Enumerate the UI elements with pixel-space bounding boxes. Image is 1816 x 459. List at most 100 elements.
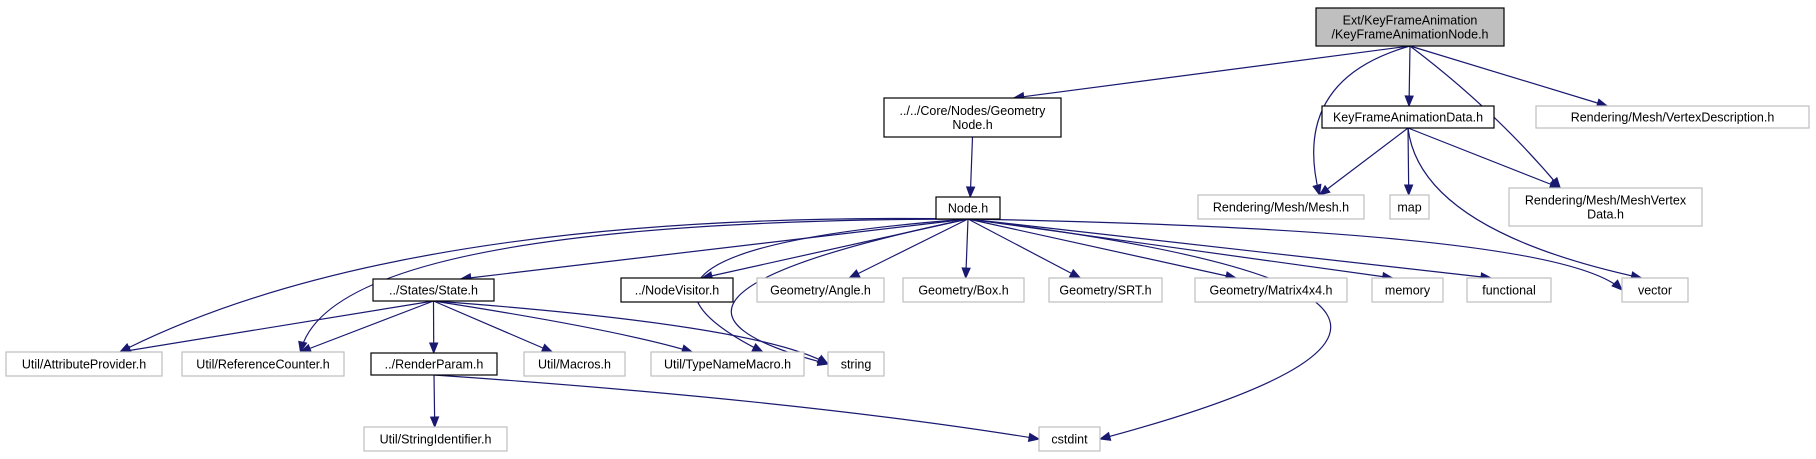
node-mat[interactable]: Geometry/Matrix4x4.h <box>1194 277 1348 303</box>
node-box[interactable] <box>1389 194 1430 220</box>
node-box[interactable] <box>620 277 734 303</box>
node-box[interactable] <box>883 97 1062 138</box>
edge-kfad-to-mvd <box>1407 127 1561 189</box>
node-label: Data.h <box>1587 208 1624 222</box>
edge-state-to-attr <box>119 300 434 353</box>
node-label: map <box>1397 201 1421 215</box>
node-map[interactable]: map <box>1389 194 1430 220</box>
edge-state-to-macros-arrowhead <box>540 343 554 353</box>
node-label: Rendering/Mesh/Mesh.h <box>1213 201 1349 215</box>
node-label: ../../Core/Nodes/Geometry <box>900 104 1047 118</box>
node-label: Node.h <box>948 202 988 216</box>
node-root[interactable]: Ext/KeyFrameAnimation/KeyFrameAnimationN… <box>1315 7 1505 47</box>
node-box[interactable]: Geometry/Box.h <box>902 277 1025 303</box>
node-label: Geometry/Matrix4x4.h <box>1210 284 1333 298</box>
node-strid[interactable]: Util/StringIdentifier.h <box>363 426 508 452</box>
node-kfad[interactable]: KeyFrameAnimationData.h <box>1321 105 1495 129</box>
node-box[interactable] <box>5 351 163 377</box>
node-label: Util/ReferenceCounter.h <box>196 358 329 372</box>
edge-nodeh-to-cstdint-arrowhead <box>1098 431 1112 441</box>
node-box[interactable] <box>1321 105 1495 129</box>
edge-state-to-string <box>433 300 829 365</box>
node-box[interactable] <box>1535 105 1810 129</box>
node-label: Ext/KeyFrameAnimation <box>1343 14 1478 28</box>
node-srt[interactable]: Geometry/SRT.h <box>1048 277 1163 303</box>
node-memory[interactable]: memory <box>1371 277 1444 303</box>
node-box[interactable] <box>1194 277 1348 303</box>
node-label: ../NodeVisitor.h <box>635 284 720 298</box>
node-attr[interactable]: Util/AttributeProvider.h <box>5 351 163 377</box>
node-label: Geometry/Box.h <box>918 284 1008 298</box>
node-box[interactable] <box>1508 187 1703 227</box>
node-macros[interactable]: Util/Macros.h <box>523 351 626 377</box>
edge-nodeh-to-state <box>460 218 969 280</box>
node-label: functional <box>1482 284 1536 298</box>
edge-kfad-to-map-arrowhead <box>1403 184 1414 197</box>
node-box[interactable] <box>1038 426 1101 452</box>
edge-state-to-typename <box>433 300 693 353</box>
edge-rparam-to-cstdint <box>433 374 1040 440</box>
node-refc[interactable]: Util/ReferenceCounter.h <box>181 351 345 377</box>
node-label: Util/TypeNameMacro.h <box>664 358 791 372</box>
edge-nodeh-to-typename <box>694 218 969 353</box>
node-visitor[interactable]: ../NodeVisitor.h <box>620 277 734 303</box>
node-box[interactable] <box>902 277 1025 303</box>
node-box[interactable] <box>650 351 805 377</box>
node-box[interactable] <box>372 278 495 302</box>
node-box[interactable] <box>1371 277 1444 303</box>
node-box[interactable] <box>827 351 885 377</box>
edge-state-to-rparam-arrowhead <box>428 342 439 355</box>
node-nodeh[interactable]: Node.h <box>935 196 1001 220</box>
node-state[interactable]: ../States/State.h <box>372 278 495 302</box>
node-box[interactable] <box>363 426 508 452</box>
node-meshh[interactable]: Rendering/Mesh/Mesh.h <box>1197 194 1365 220</box>
node-angle[interactable]: Geometry/Angle.h <box>756 277 885 303</box>
node-label: vector <box>1638 284 1672 298</box>
node-label: Util/AttributeProvider.h <box>22 358 146 372</box>
edge-kfad-to-vector <box>1407 127 1642 279</box>
node-box[interactable] <box>1621 277 1689 303</box>
edge-nodeh-to-angle <box>848 218 969 279</box>
edge-root-to-meshh <box>1313 45 1411 196</box>
node-label: Geometry/Angle.h <box>770 284 871 298</box>
node-label: ../RenderParam.h <box>385 358 484 372</box>
node-vector[interactable]: vector <box>1621 277 1689 303</box>
node-functional[interactable]: functional <box>1466 277 1552 303</box>
node-box[interactable] <box>370 352 498 376</box>
edge-nodeh-to-refc-arrowhead <box>298 340 308 354</box>
edge-state-to-refc <box>300 300 434 353</box>
node-string[interactable]: string <box>827 351 885 377</box>
edge-nodeh-to-angle-arrowhead <box>848 269 861 279</box>
node-label: Util/Macros.h <box>538 358 611 372</box>
node-vdesc[interactable]: Rendering/Mesh/VertexDescription.h <box>1535 105 1810 129</box>
node-box[interactable] <box>1315 7 1505 47</box>
node-box[interactable] <box>1466 277 1552 303</box>
edge-nodeh-to-cstdint <box>967 218 1332 440</box>
edge-geom-to-nodeh-arrowhead <box>965 186 976 199</box>
node-label: Util/StringIdentifier.h <box>380 433 492 447</box>
edge-nodeh-to-string <box>730 218 969 365</box>
edge-nodeh-to-typename-arrowhead <box>751 343 764 353</box>
node-box[interactable] <box>523 351 626 377</box>
node-box[interactable] <box>1197 194 1365 220</box>
node-box[interactable] <box>756 277 885 303</box>
node-typename[interactable]: Util/TypeNameMacro.h <box>650 351 805 377</box>
edge-nodeh-to-srt-arrowhead <box>1068 268 1082 279</box>
node-box[interactable] <box>935 196 1001 220</box>
node-label: string <box>841 358 872 372</box>
edge-nodeh-to-srt <box>967 218 1081 279</box>
node-label: ../States/State.h <box>389 284 478 298</box>
node-box[interactable] <box>1048 277 1163 303</box>
edge-root-to-kfad-arrowhead <box>1404 95 1414 108</box>
edges-layer <box>118 45 1643 442</box>
node-box[interactable] <box>181 351 345 377</box>
edge-root-to-geom <box>1013 45 1411 99</box>
node-rparam[interactable]: ../RenderParam.h <box>370 352 498 376</box>
edge-nodeh-to-vector-arrowhead <box>1611 279 1623 291</box>
node-label: Rendering/Mesh/MeshVertex <box>1525 194 1687 208</box>
node-cstdint[interactable]: cstdint <box>1038 426 1101 452</box>
edge-kfad-to-meshh-arrowhead <box>1318 184 1331 196</box>
